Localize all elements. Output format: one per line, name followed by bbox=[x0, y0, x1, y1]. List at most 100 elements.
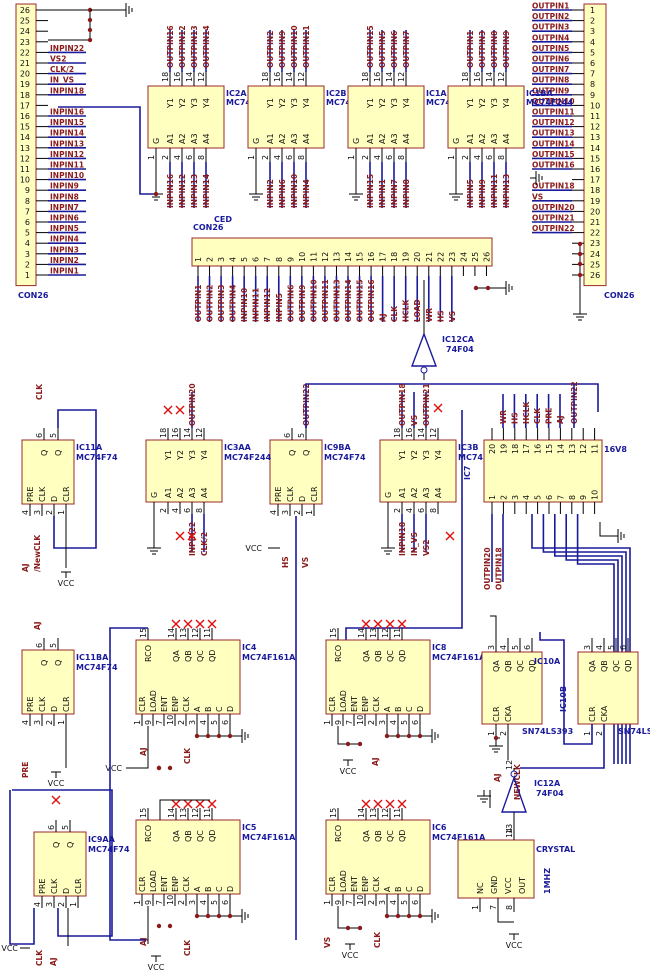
connector-right-pin-number: 18 bbox=[590, 186, 600, 195]
crystal-pin-number: 7 bbox=[489, 905, 498, 910]
buffer-pin-name: A2 bbox=[478, 133, 487, 144]
counter-pin-number: 12 bbox=[191, 808, 200, 818]
buffer-pin-number: 18 bbox=[261, 72, 270, 82]
vcc-label: VCC bbox=[1, 944, 18, 953]
connector-left-net-label: INPIN12 bbox=[50, 150, 84, 159]
connector-left-net-label: INPIN16 bbox=[50, 108, 84, 117]
junction-dot bbox=[406, 733, 412, 739]
flipflop-pin-name: CLK bbox=[50, 878, 59, 894]
connector-right-net-label: OUTPIN8 bbox=[532, 76, 569, 85]
connector-right-net-label: OUTPIN18 bbox=[532, 182, 575, 191]
crystal-body bbox=[457, 839, 535, 899]
connector-left-net-label: INPIN6 bbox=[50, 214, 79, 223]
flipflop-pin-number: 1 bbox=[57, 510, 66, 515]
counter-body bbox=[325, 819, 431, 895]
counter-pin-number: 13 bbox=[369, 628, 378, 638]
counter-pin-name: CLR bbox=[138, 876, 147, 892]
counter-pin-name: QC bbox=[386, 650, 395, 662]
flipflop-pin-number: 3 bbox=[33, 510, 42, 515]
flipflop-pin-number: 2 bbox=[293, 510, 302, 515]
counter-pin-name: LOAD bbox=[149, 870, 158, 892]
counter-pin-name: ENP bbox=[361, 876, 370, 892]
junction-dot bbox=[417, 733, 423, 739]
pal-ground bbox=[599, 522, 612, 537]
buffer-ref: IC1A bbox=[426, 89, 447, 98]
buffer-pin-number: 12 bbox=[195, 428, 204, 438]
counter-pin-name: B bbox=[204, 707, 213, 713]
no-connect-mark bbox=[373, 619, 383, 629]
buffer-pin-name: Y4 bbox=[202, 98, 211, 109]
buffer-in-net: INPIN4 bbox=[302, 179, 311, 208]
net-label-vs: VS bbox=[301, 557, 310, 568]
pal-bot-net: OUTPIN20 bbox=[483, 547, 492, 590]
buffer-pin-number: 2 bbox=[361, 155, 370, 160]
flipflop-ref: IC9BA bbox=[324, 443, 352, 452]
counter-pin-name: ENT bbox=[160, 876, 169, 892]
no-connect-mark bbox=[183, 619, 193, 629]
connector-middle-pin-number: 1 bbox=[194, 257, 203, 262]
crystal-pin-number: 8 bbox=[505, 905, 514, 910]
buffer-in-net: INPIN6 bbox=[278, 179, 287, 208]
junction-dot bbox=[345, 925, 351, 931]
buffer-pin-number: 1 bbox=[447, 155, 456, 160]
connector-right-pin-number: 16 bbox=[590, 165, 600, 174]
counter-pin-name: ENT bbox=[160, 696, 169, 712]
inverter2-in-pin: 13 bbox=[505, 824, 514, 834]
net-label-clk: CLK bbox=[183, 939, 192, 956]
counter-pin-name: B bbox=[394, 887, 403, 893]
buffer-body bbox=[447, 85, 525, 149]
connector-right-net-label: OUTPIN5 bbox=[532, 44, 569, 53]
buffer-g-name: G bbox=[150, 492, 159, 498]
ripple-counter-pin-number: 3 bbox=[583, 645, 592, 650]
buffer-pin-number: 12 bbox=[197, 72, 206, 82]
buffer-small-out-net: OUTPIN21 bbox=[422, 383, 431, 426]
connector-right-net-label: OUTPIN21 bbox=[532, 214, 575, 223]
buffer-in-net: INPIN16 bbox=[166, 174, 175, 208]
net-label-clk: CLK bbox=[373, 931, 382, 948]
pal-pin-number: 1 bbox=[488, 495, 497, 500]
connector-right-pin-number: 12 bbox=[590, 123, 600, 132]
buffer-pin-name: Y4 bbox=[200, 450, 209, 461]
connector-left-net-label: INPIN3 bbox=[50, 245, 79, 254]
connector-left-net-label: INPIN11 bbox=[50, 161, 84, 170]
connector-right-pin-number: 25 bbox=[590, 260, 600, 269]
buffer-pin-number: 14 bbox=[485, 72, 494, 82]
ic5-rco bbox=[159, 799, 210, 820]
connector-middle-net-label: LOAD bbox=[413, 299, 422, 322]
counter-pin-number: 11 bbox=[203, 808, 212, 818]
counter-pin-number: 7 bbox=[345, 720, 354, 725]
counter-pin-name: D bbox=[416, 706, 425, 712]
junction-dot bbox=[395, 913, 401, 919]
buffer-pin-number: 4 bbox=[173, 155, 182, 160]
pal-pin-number: 8 bbox=[568, 495, 577, 500]
ripple-counter-part: SN74LS393 bbox=[522, 727, 573, 736]
buffer-pin-name: A2 bbox=[410, 487, 419, 498]
junction-dot bbox=[577, 251, 583, 257]
pal-net-label: WR bbox=[499, 410, 508, 424]
counter-pin-number: 1 bbox=[133, 720, 142, 725]
vcc-label: VCC bbox=[148, 963, 165, 972]
connector-left-pin-number: 23 bbox=[20, 38, 30, 47]
connector-middle-pin-number: 26 bbox=[482, 252, 491, 262]
buffer-small-part: MC74F244 bbox=[224, 453, 272, 462]
ripple-counter-pin-name: QB bbox=[504, 660, 513, 672]
pal-pin-number: 15 bbox=[545, 444, 554, 454]
buffer-pin-number: 12 bbox=[297, 72, 306, 82]
connector-left-pin-number: 11 bbox=[20, 165, 30, 174]
buffer-pin-number: 14 bbox=[417, 428, 426, 438]
ripple-counter-pin-name: QC bbox=[516, 660, 525, 672]
counter-pin-number: 4 bbox=[389, 720, 398, 725]
pal-body bbox=[483, 439, 603, 503]
counter-pin-number: 2 bbox=[367, 900, 376, 905]
connector-middle-net-label: OUTPIN4 bbox=[229, 285, 238, 322]
buffer-g-tie bbox=[58, 106, 156, 195]
ripple-counter-part: SN74LS393 bbox=[618, 727, 650, 736]
connector-right-net-label: OUTPIN10 bbox=[532, 97, 575, 106]
junction-dot bbox=[167, 923, 173, 929]
ic11a-feedback bbox=[53, 409, 97, 549]
connector-right-pin-number: 24 bbox=[590, 250, 600, 259]
connector-left-pin-number: 24 bbox=[20, 27, 30, 36]
buffer-pin-number: 4 bbox=[171, 508, 180, 513]
junction-dot bbox=[205, 913, 211, 919]
buffer-pin-number: 6 bbox=[485, 155, 494, 160]
